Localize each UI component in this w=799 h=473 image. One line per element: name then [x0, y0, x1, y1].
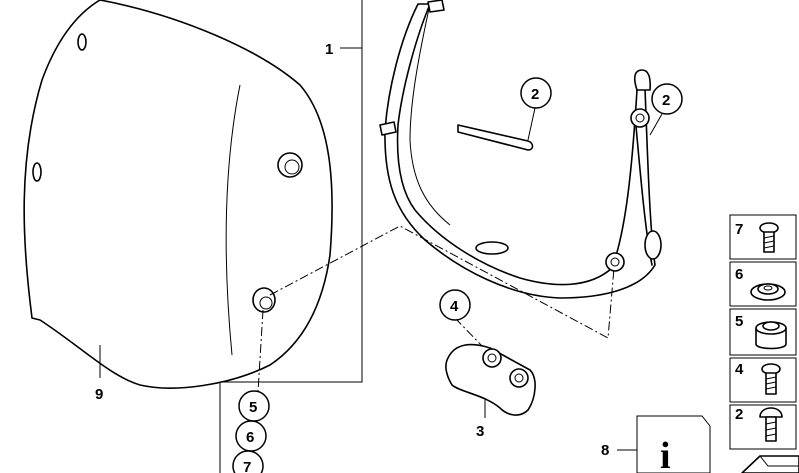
- part1-bracket: [219, 0, 363, 473]
- frame-screw-bottom: [605, 252, 625, 272]
- callout-2-bracket: 2: [520, 77, 552, 141]
- part-number-8: 8: [601, 442, 609, 459]
- callout-2-frame: 2: [649, 83, 683, 136]
- frame-screw-top: [630, 108, 650, 128]
- svg-text:5: 5: [249, 399, 257, 416]
- svg-text:2: 2: [662, 92, 670, 109]
- windshield-part: [23, 0, 333, 389]
- svg-text:6: 6: [735, 266, 743, 283]
- grommet-upper: [277, 152, 303, 178]
- svg-text:5: 5: [735, 313, 743, 330]
- info-icon: i: [660, 435, 671, 473]
- svg-text:7: 7: [243, 459, 251, 473]
- assembly-line: [269, 225, 615, 339]
- svg-text:6: 6: [246, 429, 254, 446]
- tool-icon: [741, 455, 799, 473]
- callout-4: 4: [439, 289, 471, 321]
- callout-5: 5: [238, 390, 270, 422]
- svg-text:4: 4: [450, 298, 459, 315]
- sidebar-item-7: 7: [729, 214, 797, 260]
- info-card: i: [636, 415, 711, 473]
- sidebar-item-6: 6: [729, 261, 797, 307]
- sidebar-item-4: 4: [729, 357, 797, 403]
- windshield-frame: [379, 0, 662, 299]
- svg-text:7: 7: [735, 221, 743, 238]
- mounting-clamp: [445, 343, 536, 416]
- svg-text:2: 2: [735, 406, 743, 423]
- svg-text:2: 2: [531, 86, 539, 103]
- small-parts-panel: 7 6 5 4: [729, 214, 799, 473]
- sidebar-item-2: 2: [729, 404, 797, 450]
- callout-6: 6: [235, 420, 267, 452]
- svg-text:4: 4: [735, 361, 744, 378]
- grommet-lower: [252, 287, 276, 313]
- callout-7: 7: [232, 450, 264, 473]
- part-number-3: 3: [476, 423, 484, 440]
- part-number-1: 1: [325, 41, 333, 58]
- sidebar-item-5: 5: [729, 308, 797, 356]
- part-number-9: 9: [95, 386, 103, 403]
